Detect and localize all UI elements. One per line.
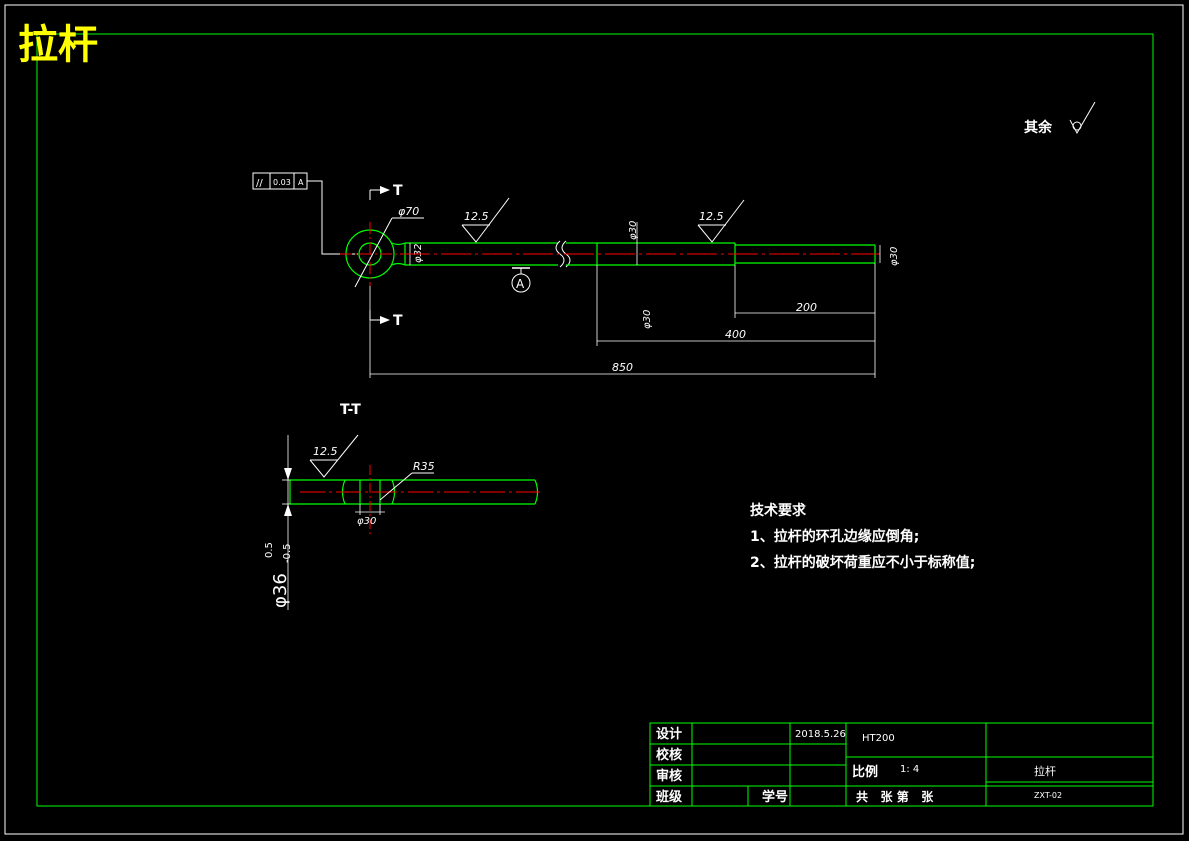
- dim-end-dia: φ30: [889, 247, 900, 266]
- outer-frame: [4, 4, 1184, 835]
- roughness-value-1: 12.5: [464, 210, 489, 223]
- dim-sec-r35: R35: [413, 460, 435, 473]
- tolerance-value: 0.03: [273, 178, 291, 187]
- tb-check-label: 校核: [656, 747, 682, 763]
- section-view-title: T-T: [340, 402, 361, 418]
- tb-scale-value: 1: 4: [900, 764, 919, 775]
- section-mark-top: T: [393, 183, 403, 199]
- tb-class-label: 班级: [656, 789, 683, 805]
- tolerance-datum: A: [298, 178, 304, 187]
- dim-sec-tol-lower: -0.5: [282, 543, 293, 563]
- tolerance-frame: // 0.03 A: [252, 172, 358, 255]
- surface-note-label: 其余: [1024, 119, 1053, 136]
- tb-part-name: 拉杆: [1034, 764, 1056, 778]
- tech-heading: 技术要求: [750, 502, 807, 519]
- tb-review-label: 审核: [656, 768, 682, 784]
- dim-len-200: 200: [796, 301, 817, 314]
- tb-date: 2018.5.26: [795, 729, 846, 740]
- dim-len-850: 850: [612, 361, 633, 374]
- dim-neck-dia: φ32: [413, 244, 424, 263]
- main-view: // 0.03 A T T φ70: [252, 172, 900, 378]
- datum-label: A: [516, 277, 525, 291]
- datum-a: A: [511, 267, 531, 293]
- dim-len-400: 400: [725, 328, 746, 341]
- dim-eye-dia: φ70: [398, 205, 419, 218]
- tech-item-1: 1、拉杆的环孔边缘应倒角;: [750, 528, 919, 545]
- tb-drawing-no: ZXT-02: [1034, 791, 1062, 800]
- tb-design-label: 设计: [656, 726, 682, 742]
- dim-sec-tol-upper: 0.5: [264, 542, 275, 558]
- section-mark-bottom: T: [393, 313, 403, 329]
- roughness-value-2: 12.5: [699, 210, 724, 223]
- dim-sec-thick: φ36: [270, 573, 291, 608]
- dim-mid-dia: φ30: [628, 221, 639, 240]
- drawing-title: 拉杆: [18, 21, 98, 68]
- dim-tail-dia: φ30: [642, 310, 653, 329]
- tech-requirements: 技术要求 1、拉杆的环孔边缘应倒角; 2、拉杆的破坏荷重应不小于标称值;: [750, 502, 975, 571]
- tolerance-symbol: //: [256, 178, 263, 189]
- roughness-value-section: 12.5: [313, 445, 338, 458]
- tb-scale-label: 比例: [852, 764, 878, 780]
- roughness-mark-1: 12.5: [461, 197, 510, 243]
- surface-note: 其余: [1024, 101, 1096, 136]
- roughness-circle-icon: [1072, 121, 1082, 131]
- section-arrow-top: T: [369, 183, 403, 200]
- tb-sheet-info: 共 张 第 张: [856, 789, 934, 804]
- inner-border: [36, 33, 1154, 807]
- tech-item-2: 2、拉杆的破坏荷重应不小于标称值;: [750, 554, 975, 571]
- title-block: 设计 校核 审核 班级 学号 2018.5.26 HT200 比例 1: 4 共…: [649, 722, 1154, 807]
- roughness-mark-2: 12.5: [697, 199, 745, 243]
- tb-material: HT200: [862, 733, 895, 744]
- dim-sec-bore: φ30: [357, 516, 376, 527]
- section-arrow-bottom: T: [369, 310, 403, 329]
- tb-student-id-label: 学号: [762, 789, 788, 805]
- section-view: T-T 12.5 R35 φ30 φ36 0.5 -0.5: [264, 402, 540, 610]
- roughness-symbol-icon: [1069, 101, 1096, 135]
